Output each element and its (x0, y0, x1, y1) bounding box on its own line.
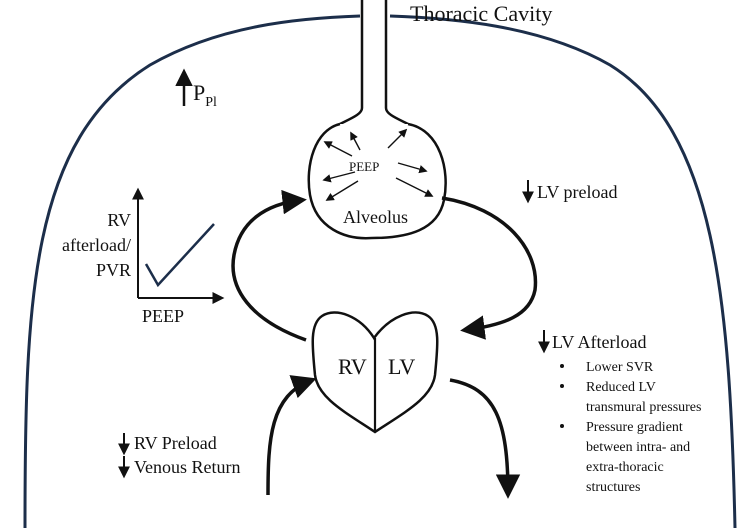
pulmonary-to-lv-arrow (441, 196, 538, 340)
lv-afterload-bullet-3a: Pressure gradient (586, 420, 683, 435)
thoracic-cavity-title: Thoracic Cavity (410, 1, 552, 26)
alveolus-peep-label: PEEP (349, 159, 379, 174)
pleural-pressure-label: PPl (193, 80, 217, 110)
rv-afterload-inset-graph: RV afterload/ PVR PEEP (62, 187, 225, 326)
rv-preload-label: RV Preload (134, 433, 217, 453)
lv-label: LV (388, 354, 415, 379)
rv-preload-block: RV Preload Venous Return (118, 433, 241, 479)
aortic-outflow-arrow (449, 378, 521, 499)
rv-to-pulmonary-arrow (231, 189, 307, 342)
graph-ylabel-line-3: PVR (96, 260, 131, 280)
peep-arrows (322, 128, 434, 201)
bullet-icon (560, 424, 564, 428)
pleural-pressure: PPl (175, 68, 217, 110)
alveolus-label: Alveolus (343, 207, 408, 227)
lv-afterload-bullet-1: Lower SVR (586, 360, 654, 375)
venous-return-arrow (266, 375, 317, 496)
afterload-curve (144, 223, 215, 288)
trachea (339, 0, 409, 126)
lv-afterload-bullet-3d: structures (586, 480, 640, 495)
bullet-icon (560, 364, 564, 368)
lv-afterload-heading: LV Afterload (552, 332, 647, 352)
lv-afterload-bullet-2b: transmural pressures (586, 400, 701, 415)
lv-afterload-block: LV Afterload Lower SVR Reduced LV transm… (538, 330, 701, 495)
thoracic-cavity-outline (23, 14, 737, 528)
rv-label: RV (338, 354, 367, 379)
lv-afterload-bullet-3b: between intra- and (586, 440, 690, 455)
lv-afterload-bullet-3c: extra-thoracic (586, 460, 664, 475)
venous-return-label: Venous Return (134, 457, 241, 477)
bullet-icon (560, 384, 564, 388)
lv-afterload-bullet-2a: Reduced LV (586, 380, 656, 395)
alveolus-shape (307, 122, 447, 240)
graph-xlabel: PEEP (142, 306, 184, 326)
lv-preload-label: LV preload (537, 182, 618, 202)
graph-ylabel-line-1: RV (107, 210, 131, 230)
graph-ylabel-line-2: afterload/ (62, 235, 131, 255)
